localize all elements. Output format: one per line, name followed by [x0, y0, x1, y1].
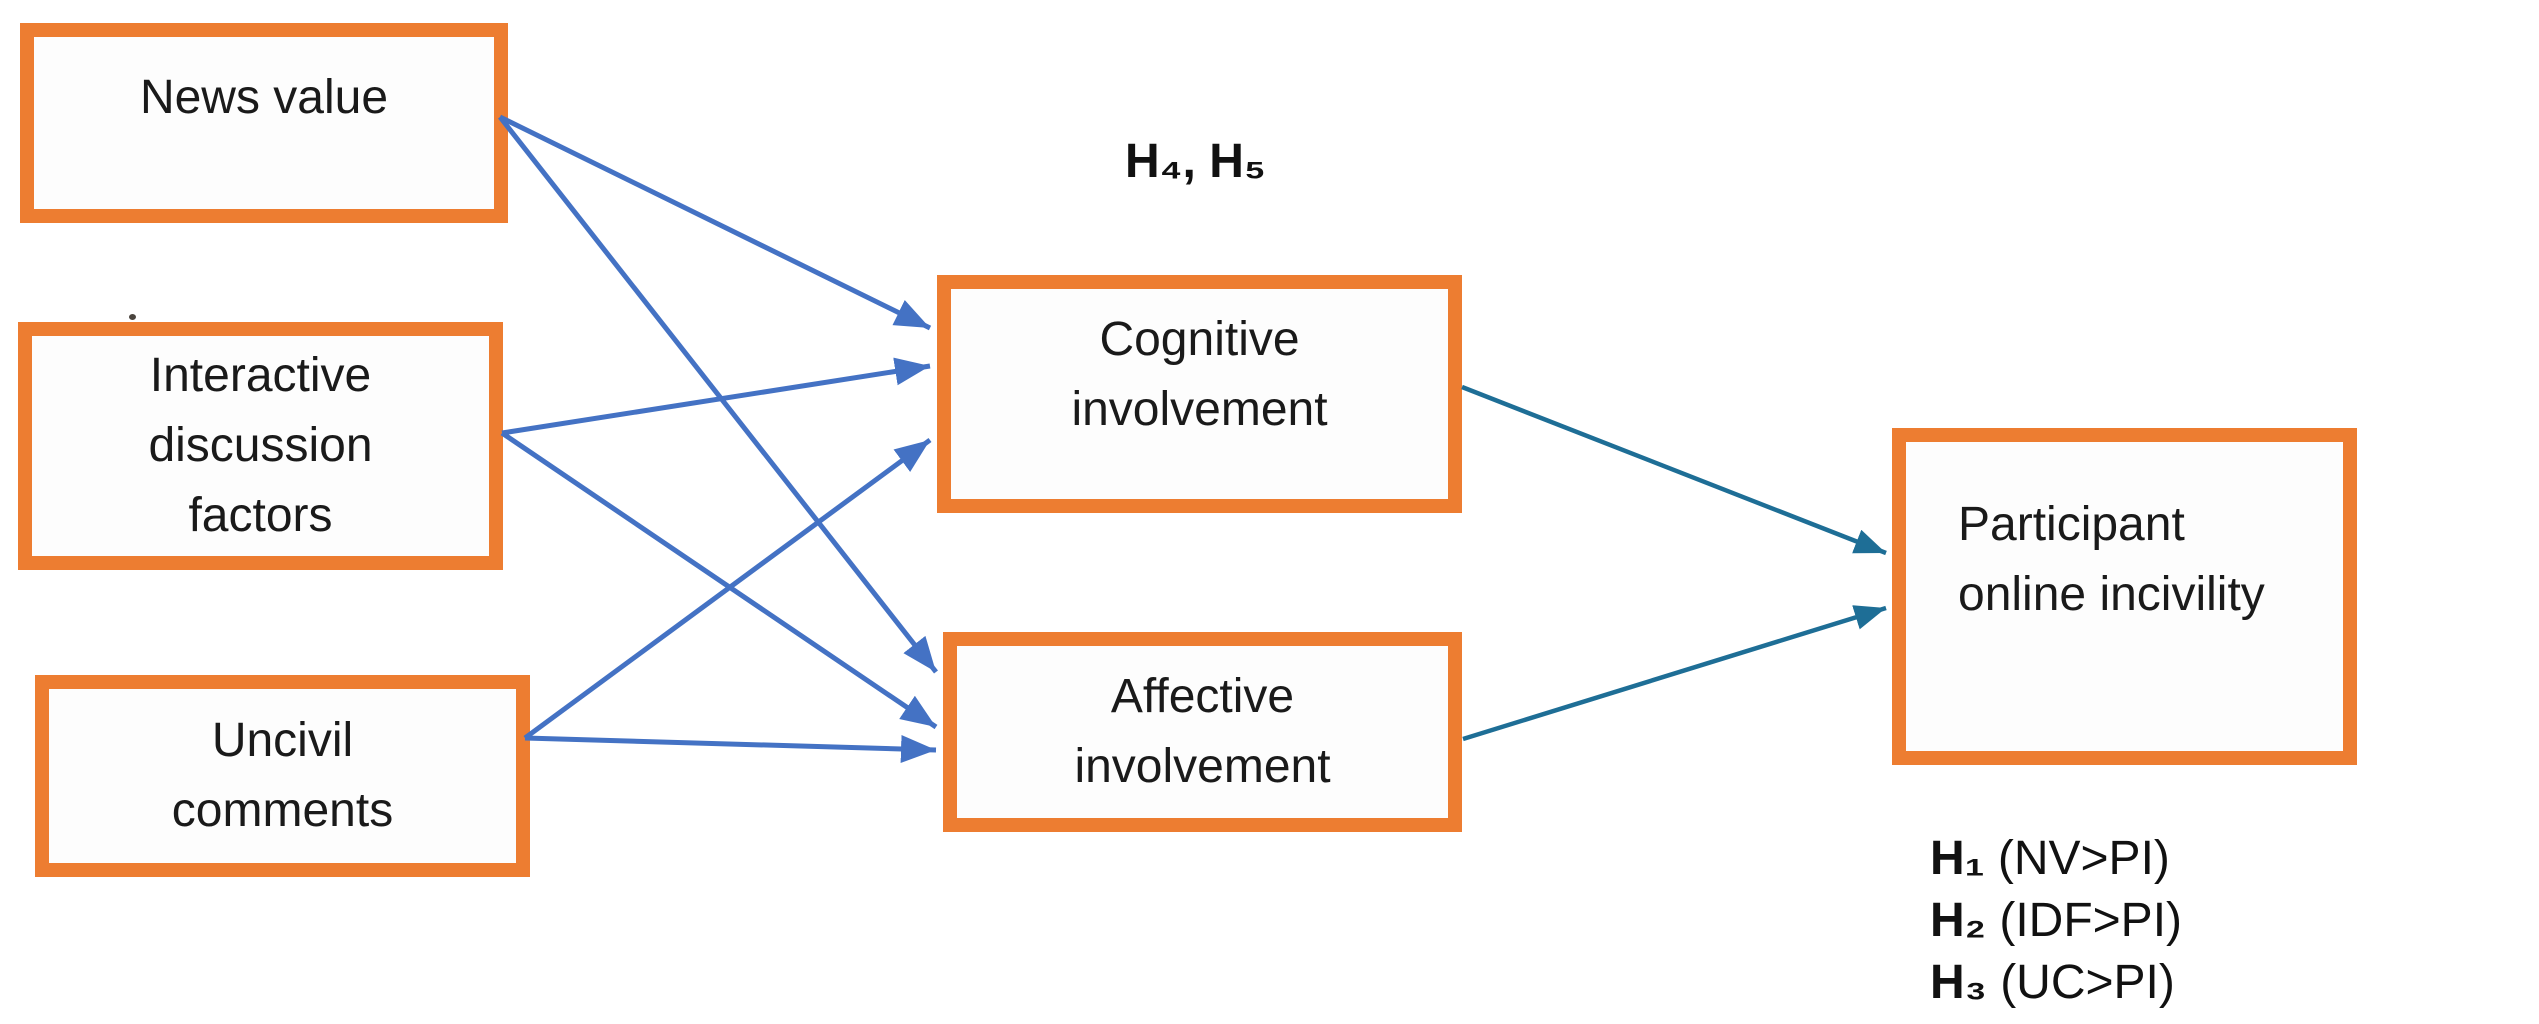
- node-cognitive-involvement-label: Cognitive involvement: [1071, 313, 1328, 436]
- node-cognitive-involvement: Cognitive involvement: [937, 275, 1462, 513]
- hypothesis-h1-text: (NV>PI): [1984, 832, 2170, 885]
- node-interactive-discussion-factors-label: Interactive discussion factors: [148, 349, 373, 542]
- arrow-uncivil-to-cognitive: [523, 437, 932, 741]
- arrow-cognitive-to-participant: [1461, 384, 1887, 556]
- node-participant-online-incivility-label: Participant online incivility: [1958, 498, 2265, 621]
- arrow-idf-to-affective: [500, 430, 938, 730]
- node-news-value-label: News value: [139, 71, 389, 124]
- arrow-affective-to-participant: [1462, 605, 1887, 742]
- hypothesis-h1-id: H₁: [1930, 832, 1985, 885]
- node-uncivil-comments-label: Uncivil comments: [171, 714, 394, 837]
- node-affective-involvement: Affective involvement: [943, 632, 1462, 832]
- arrow-idf-to-cognitive: [501, 357, 931, 436]
- hypothesis-h3-id: H₃: [1930, 956, 1987, 1009]
- hypothesis-h2-text: (IDF>PI): [1986, 894, 2183, 947]
- arrow-news-value-to-affective: [498, 115, 938, 674]
- arrow-news-value-to-cognitive: [498, 114, 932, 331]
- node-news-value: News value: [20, 23, 508, 223]
- stray-dot-mark: [129, 314, 136, 320]
- arrow-uncivil-to-affective: [524, 734, 937, 763]
- hypothesis-h3-text: (UC>PI): [1986, 956, 2175, 1009]
- node-interactive-discussion-factors: Interactive discussion factors: [18, 322, 503, 570]
- hypotheses-list: H₁ (NV>PI) H₂ (IDF>PI) H₃ (UC>PI): [1930, 828, 2182, 1014]
- hypothesis-h1: H₁ (NV>PI): [1930, 828, 2182, 890]
- hypothesis-h3: H₃ (UC>PI): [1930, 952, 2182, 1014]
- node-affective-involvement-label: Affective involvement: [1074, 670, 1331, 793]
- mediation-hypotheses-label: H₄, H₅: [1125, 135, 1266, 188]
- hypothesis-h2-id: H₂: [1930, 894, 1986, 947]
- node-participant-online-incivility: Participant online incivility: [1892, 428, 2357, 765]
- hypothesis-h2: H₂ (IDF>PI): [1930, 890, 2182, 952]
- node-uncivil-comments: Uncivil comments: [35, 675, 530, 877]
